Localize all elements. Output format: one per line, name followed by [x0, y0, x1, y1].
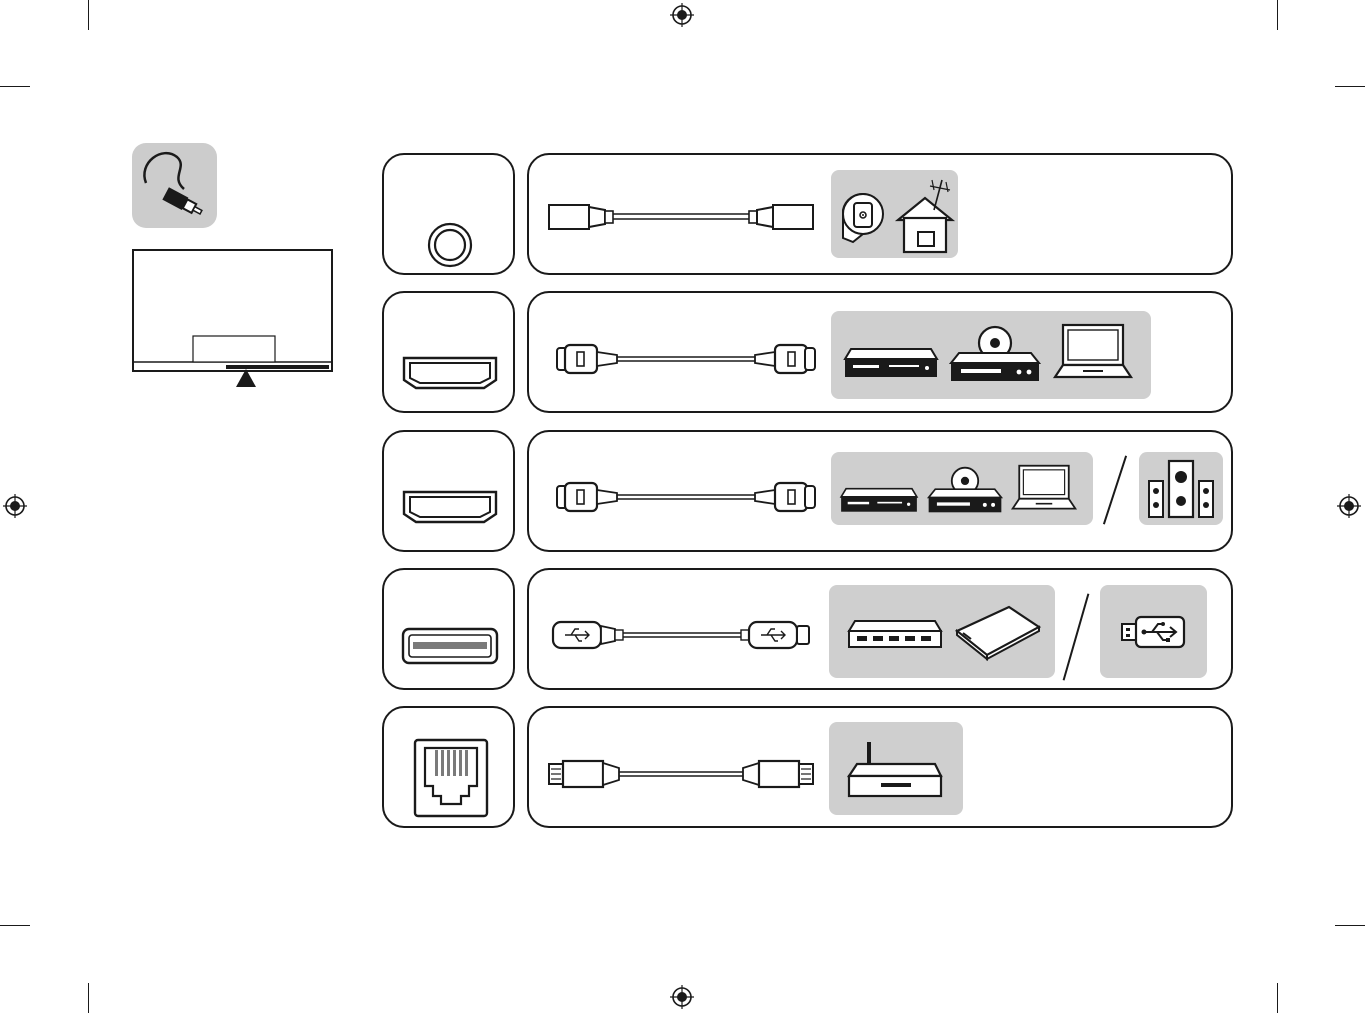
audio-device-panel: [1139, 452, 1223, 525]
alternative-separator: [1063, 593, 1090, 680]
disc-player-icon: [927, 466, 1003, 514]
hdmi-connection-row-1: [527, 291, 1233, 413]
lan-port-icon: [413, 738, 489, 818]
hdmi-port-icon: [400, 488, 500, 526]
usb-hub-icon: [847, 617, 943, 651]
speaker-system-icon: [1145, 459, 1217, 519]
wall-outlet-icon: [839, 190, 889, 242]
antenna-coax-port-icon: [427, 222, 473, 268]
crop-mark: [0, 925, 30, 926]
port-location-arrow-icon: [236, 369, 256, 387]
lan-cable-icon: [547, 754, 817, 794]
set-top-box-icon: [843, 347, 939, 381]
hdmi-connection-row-2: [527, 430, 1233, 552]
network-device-panel: [829, 722, 963, 815]
registration-mark-icon: [670, 985, 694, 1009]
hdmi-source-panel-2: [831, 452, 1093, 525]
crop-mark: [1277, 983, 1278, 1013]
lan-connection-row: [527, 706, 1233, 828]
crop-mark: [88, 0, 89, 30]
hdmi-arc-port-panel: [382, 430, 515, 552]
hdmi-cable-icon: [555, 342, 817, 378]
hdmi-port-icon: [400, 354, 500, 392]
hdmi-port-panel: [382, 291, 515, 413]
crop-mark: [1277, 0, 1278, 30]
house-antenna-icon: [894, 176, 956, 254]
usb-port-icon: [400, 626, 500, 666]
tv-rear-ports-location: [132, 249, 333, 373]
cable-connection-icon: [132, 143, 217, 228]
disc-player-icon: [949, 325, 1041, 383]
coaxial-cable-icon: [547, 197, 817, 237]
usb-flash-drive-icon: [1120, 614, 1186, 650]
usb-connection-row: [527, 568, 1233, 690]
antenna-source-panel: [831, 170, 958, 258]
registration-mark-icon: [3, 494, 27, 518]
alternative-separator: [1103, 455, 1127, 524]
crop-mark: [88, 983, 89, 1013]
antenna-connection-row: [527, 153, 1233, 275]
laptop-icon: [1011, 464, 1077, 512]
crop-mark: [0, 86, 30, 87]
crop-mark: [1335, 86, 1365, 87]
crop-mark: [1335, 925, 1365, 926]
hdmi-cable-icon: [555, 480, 817, 516]
registration-mark-icon: [670, 3, 694, 27]
registration-mark-icon: [1337, 494, 1361, 518]
usb-port-panel: [382, 568, 515, 690]
set-top-box-icon: [839, 487, 919, 515]
usb-flash-panel: [1100, 585, 1207, 678]
antenna-port-panel: [382, 153, 515, 275]
external-hdd-icon: [953, 605, 1043, 661]
usb-cable-icon: [551, 617, 813, 653]
router-icon: [847, 740, 945, 800]
hdmi-source-panel-1: [831, 311, 1151, 399]
laptop-icon: [1053, 323, 1133, 381]
lan-port-panel: [382, 706, 515, 828]
usb-storage-panel: [829, 585, 1055, 678]
